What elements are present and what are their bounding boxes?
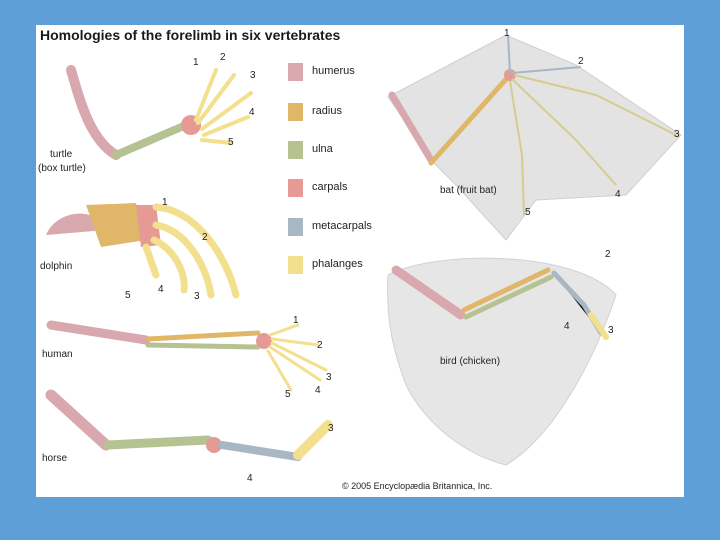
human-humerus	[46, 320, 151, 345]
horse-digit-label: 4	[247, 473, 253, 484]
caption-bird: bird (chicken)	[440, 356, 501, 367]
caption-turtle: turtle	[50, 149, 73, 160]
legend-swatch-humerus	[288, 63, 303, 81]
bird-wing-feathers	[387, 257, 617, 466]
turtle-digit-label: 2	[220, 52, 226, 63]
turtle-digit-label: 1	[193, 57, 199, 68]
turtle-radius-ulna	[112, 121, 190, 159]
horse-carpals	[206, 437, 222, 453]
frame-border-top	[0, 0, 720, 25]
bat-digit-3	[513, 74, 677, 136]
legend-label-humerus: humerus	[312, 65, 355, 77]
bat-digit-4	[511, 78, 617, 186]
turtle-humerus	[66, 65, 121, 160]
caption-dolphin: dolphin	[40, 261, 73, 272]
caption-turtle-sub: (box turtle)	[38, 163, 86, 174]
bird-ulna	[463, 274, 554, 320]
frame-border-left	[0, 0, 36, 540]
caption-horse: horse	[42, 453, 68, 464]
bat-wing-membrane	[387, 34, 682, 241]
bat-digit-label: 5	[525, 207, 531, 218]
human-ulna	[145, 342, 261, 350]
human-digit-label: 2	[317, 340, 323, 351]
dolphin-radius-ulna	[86, 203, 146, 247]
human-digit-label: 5	[285, 389, 291, 400]
caption-human: human	[42, 349, 73, 360]
dolphin-digit-label: 2	[202, 232, 208, 243]
horse-radius-ulna	[103, 435, 213, 450]
copyright-notice: © 2005 Encyclopædia Britannica, Inc.	[342, 481, 493, 491]
bat-radius	[428, 74, 511, 166]
legend-swatch-carpals	[288, 179, 303, 197]
bird-radius	[461, 267, 551, 313]
dolphin-carpals	[136, 205, 161, 247]
bat-digit-label: 2	[578, 56, 584, 67]
turtle-digit-label: 4	[249, 107, 255, 118]
bat-digit-label: 4	[615, 189, 621, 200]
human-digit-label: 4	[315, 385, 321, 396]
human-carpals	[256, 333, 272, 349]
turtle-digits	[194, 68, 253, 145]
legend-swatch-ulna	[288, 141, 303, 159]
forelimb-illustration	[45, 34, 682, 466]
frame-border-bottom	[0, 497, 720, 540]
forelimb-figure: Homologies of the forelimb in six verteb…	[36, 25, 684, 497]
dolphin-digit-label: 4	[158, 284, 164, 295]
bird-phalanges	[588, 312, 609, 340]
bird-humerus	[391, 265, 466, 320]
horse-humerus	[45, 389, 112, 451]
dolphin-digit-label: 1	[162, 197, 168, 208]
legend-label-carpals: carpals	[312, 181, 348, 193]
legend-label-radius: radius	[312, 105, 342, 117]
bat-digit-2	[511, 66, 582, 74]
horse-metacarpal	[218, 441, 302, 461]
figure-title: Homologies of the forelimb in six verteb…	[40, 27, 341, 43]
legend-swatch-metacarpals	[288, 218, 303, 236]
legend-label-ulna: ulna	[312, 143, 333, 155]
legend-label-phalanges: phalanges	[312, 258, 363, 270]
turtle-digit-label: 3	[250, 70, 256, 81]
bird-digit-label: 3	[608, 325, 614, 336]
turtle-digit-label: 5	[228, 137, 234, 148]
human-digits	[266, 323, 328, 392]
legend-swatch-radius	[288, 103, 303, 121]
bat-digit-label: 3	[674, 129, 680, 140]
bat-digit-1	[507, 34, 511, 74]
human-digit-label: 3	[326, 372, 332, 383]
caption-bat: bat (fruit bat)	[440, 185, 497, 196]
horse-phalanges	[293, 420, 333, 460]
legend-label-metacarpals: metacarpals	[312, 220, 372, 232]
bat-digit-5	[509, 80, 525, 216]
legend-swatch-phalanges	[288, 256, 303, 274]
frame-border-right	[684, 0, 720, 540]
bat-digit-label: 1	[504, 28, 510, 39]
dolphin-digit-label: 3	[194, 291, 200, 302]
horse-digit-label: 3	[328, 423, 334, 434]
bat-humerus	[388, 91, 435, 164]
human-digit-label: 1	[293, 315, 299, 326]
human-radius	[145, 330, 261, 342]
bird-digit-label: 4	[564, 321, 570, 332]
dolphin-digit-label: 5	[125, 290, 131, 301]
bird-digit-label: 2	[605, 249, 611, 260]
dolphin-digits	[142, 203, 240, 299]
